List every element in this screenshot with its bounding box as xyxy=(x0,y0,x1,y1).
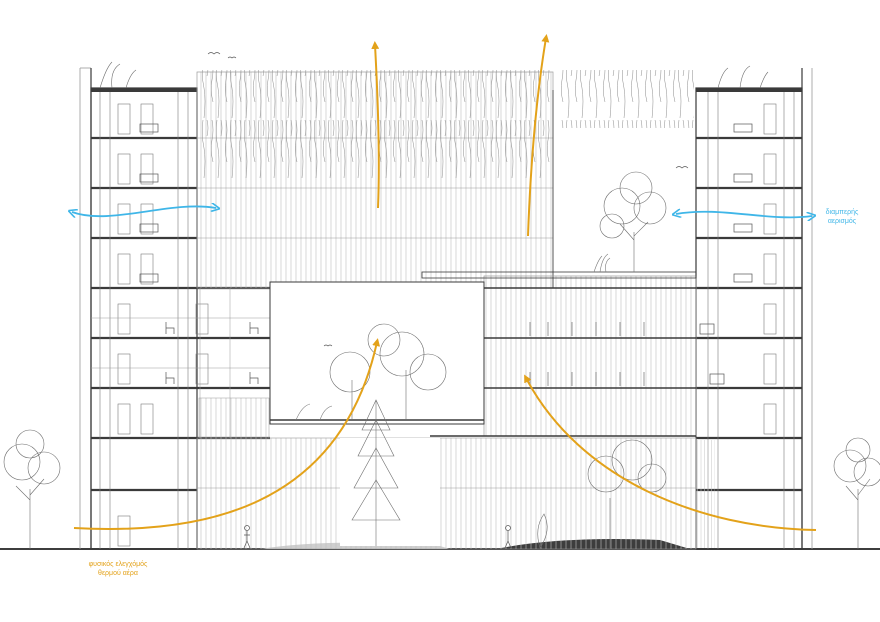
cross-vent-arrow-left xyxy=(72,206,216,216)
upper-central-block xyxy=(196,70,694,289)
cross-ventilation-label-line-1: διαμπερής xyxy=(825,209,859,216)
hot-air-flow-arrows xyxy=(73,34,817,531)
natural-airflow-label: φυσικός ελεγχόμός θερμού αέρα xyxy=(68,560,168,578)
middle-right-block xyxy=(269,271,697,437)
hot-air-arrow-up-left xyxy=(371,41,380,209)
person-icon xyxy=(243,525,512,549)
natural-airflow-label-line-1: φυσικός ελεγχόμός xyxy=(88,561,148,568)
plant-icon xyxy=(295,253,611,421)
natural-airflow-label-line-2: θερμού αέρα xyxy=(98,570,138,577)
cross-ventilation-label: διαμπερής αερισμός xyxy=(812,208,872,226)
hot-air-arrow-up-right xyxy=(527,34,550,237)
hot-air-arrow-right xyxy=(524,374,817,531)
cross-ventilation-arrows xyxy=(72,206,812,217)
cross-ventilation-label-line-2: αερισμός xyxy=(827,218,857,225)
chair-icon xyxy=(139,123,259,384)
cross-vent-arrow-right xyxy=(676,212,812,218)
tree-icon xyxy=(3,61,880,549)
right-tower xyxy=(695,68,813,550)
hot-air-arrow-left xyxy=(73,338,381,531)
bird-icon xyxy=(207,52,689,347)
